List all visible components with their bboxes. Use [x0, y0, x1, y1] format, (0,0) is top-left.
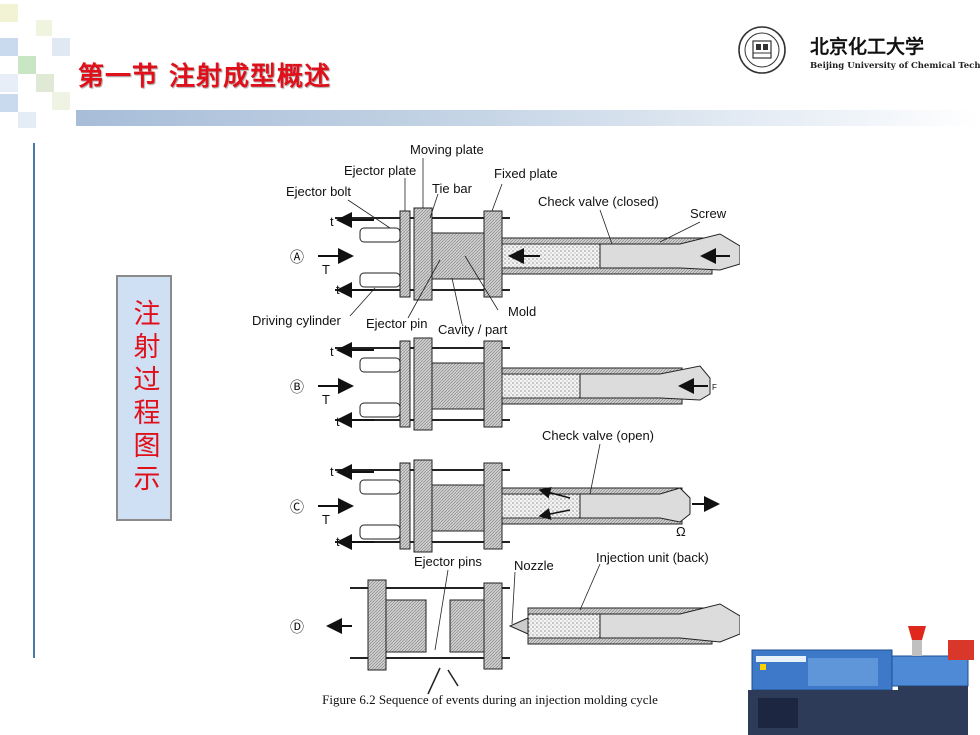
- left-vertical-rule: [33, 143, 35, 658]
- label-ejector-plate: Ejector plate: [344, 163, 416, 178]
- page-title: 第一节 注射成型概述: [78, 62, 332, 92]
- stage-a: [318, 207, 740, 301]
- stage-label-c: Ⓒ: [290, 499, 304, 515]
- leader-lines: [347, 158, 701, 651]
- label-nozzle: Nozzle: [514, 558, 554, 573]
- side-label-box: 注射过程图示: [116, 275, 172, 521]
- label-ejector-pin: Ejector pin: [366, 316, 427, 331]
- stage-d: [326, 579, 740, 695]
- stage-label-a: Ⓐ: [290, 249, 304, 265]
- injection-molding-machine-photo: [748, 620, 980, 735]
- label-t-c1: t: [330, 464, 334, 479]
- label-cavity-part: Cavity / part: [438, 322, 508, 337]
- label-fixed-plate: Fixed plate: [494, 166, 558, 181]
- title-underline-bar: [76, 110, 980, 126]
- university-name-cn: 北京化工大学: [810, 36, 925, 58]
- stage-label-d: Ⓓ: [290, 619, 304, 635]
- label-moving-plate: Moving plate: [410, 142, 484, 157]
- label-screw: Screw: [690, 206, 727, 221]
- label-tie-bar: Tie bar: [432, 181, 473, 196]
- label-F: F: [712, 383, 717, 392]
- university-name-en: Beijing University of Chemical Technolog…: [810, 61, 980, 71]
- label-mold: Mold: [508, 304, 536, 319]
- label-check-valve-closed: Check valve (closed): [538, 194, 659, 209]
- label-ejector-bolt: Ejector bolt: [286, 184, 351, 199]
- label-ejector-pins: Ejector pins: [414, 554, 482, 569]
- label-t-c2: t: [336, 534, 340, 549]
- side-label: 注射过程图示: [128, 299, 160, 497]
- label-t-a2: t: [336, 282, 340, 297]
- label-T-a: T: [322, 262, 330, 277]
- stage-c: [318, 459, 720, 553]
- label-t-b1: t: [330, 344, 334, 359]
- label-check-valve-open: Check valve (open): [542, 428, 654, 443]
- label-T-c: T: [322, 512, 330, 527]
- label-t-b2: t: [336, 414, 340, 429]
- label-injection-unit-back: Injection unit (back): [596, 550, 709, 565]
- label-omega: Ω: [676, 524, 686, 539]
- label-driving-cylinder: Driving cylinder: [252, 313, 342, 328]
- university-seal-icon: [738, 26, 786, 74]
- injection-cycle-diagram: Moving plate Ejector plate Fixed plate E…: [252, 142, 740, 695]
- label-T-b: T: [322, 392, 330, 407]
- figure-caption: Figure 6.2 Sequence of events during an …: [322, 692, 658, 707]
- stage-label-b: Ⓑ: [290, 379, 304, 395]
- stage-b: [318, 337, 711, 431]
- label-t-a1: t: [330, 214, 334, 229]
